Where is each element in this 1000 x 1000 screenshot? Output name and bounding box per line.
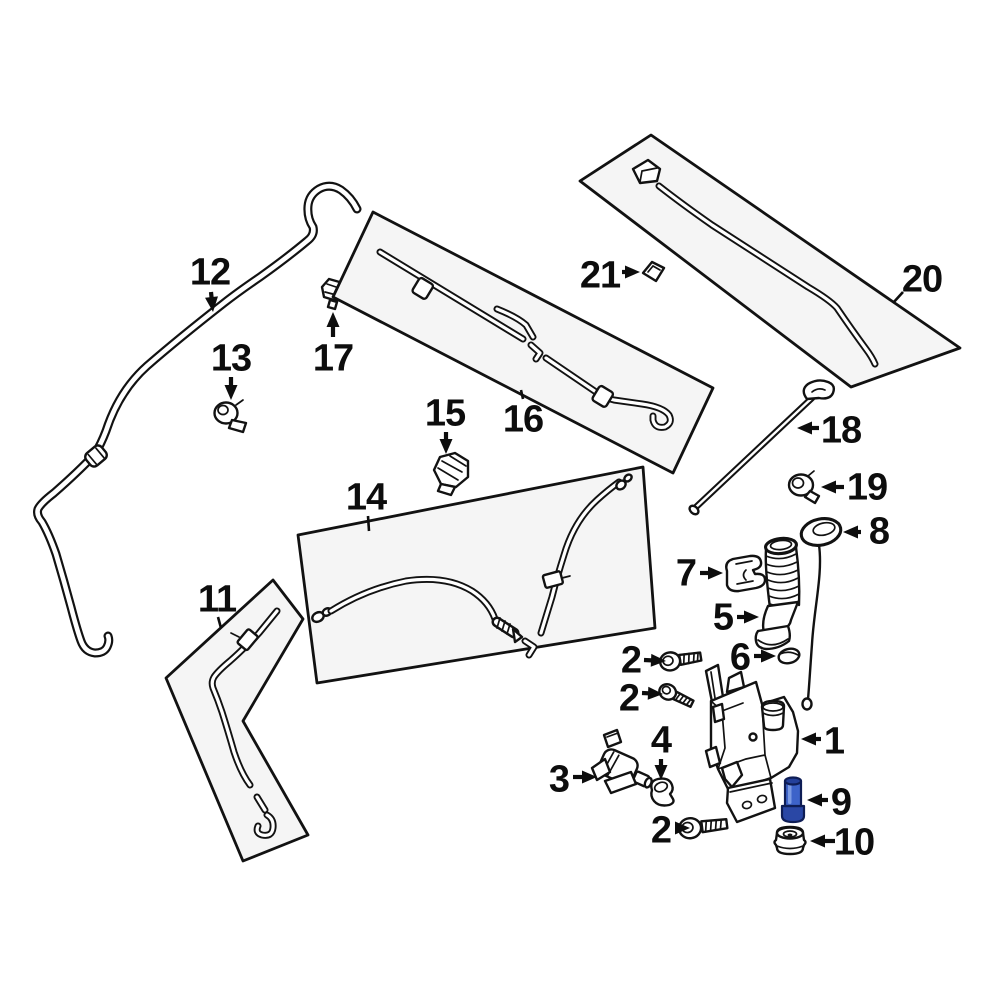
callout-15: 15	[425, 392, 467, 454]
callout-8-number: 8	[869, 510, 889, 552]
callout-3-number: 3	[549, 758, 569, 800]
callout-4-number: 4	[651, 719, 672, 761]
callout-3: 3	[549, 758, 597, 800]
callout-18-number: 18	[821, 409, 861, 451]
callout-2b-number: 2	[619, 677, 639, 719]
callout-8: 8	[843, 510, 890, 552]
callout-13-number: 13	[211, 337, 251, 379]
callout-8-arrowhead	[843, 525, 858, 539]
hose-20-connector	[631, 158, 662, 185]
callout-20-number: 20	[902, 258, 942, 300]
washer-hose-12-drawing	[33, 181, 362, 658]
callout-2a-leader	[643, 657, 658, 663]
callout-2c-arrowhead	[675, 821, 690, 835]
callout-17-arrowhead	[326, 312, 340, 327]
hose-12-union-collar	[84, 444, 108, 468]
callout-15-arrowhead	[439, 439, 453, 454]
callout-19-arrowhead	[821, 480, 836, 494]
callout-19-number: 19	[847, 466, 887, 508]
washer-pump-3-drawing	[590, 728, 653, 795]
bolt-2b-drawing	[658, 683, 695, 709]
callout-6-number: 6	[730, 636, 750, 678]
callout-12-number: 12	[190, 251, 230, 293]
callout-16-number: 16	[503, 398, 543, 440]
callout-5-number: 5	[713, 596, 734, 638]
callout-11-leader	[216, 616, 223, 629]
callout-2a-arrowhead	[650, 653, 666, 667]
callout-20: 20	[892, 258, 943, 304]
callout-12-leader	[208, 291, 215, 304]
callout-9-number: 9	[831, 781, 851, 823]
callout-3-arrowhead	[582, 770, 597, 784]
callout-16-leader	[519, 389, 525, 400]
callout-14-leader	[366, 515, 371, 532]
callout-11: 11	[198, 578, 238, 629]
callout-18: 18	[797, 409, 862, 451]
callout-10: 10	[810, 821, 875, 863]
panel-14-drawing	[296, 465, 657, 685]
callout-6: 6	[730, 636, 776, 678]
callout-4-arrowhead	[654, 765, 668, 780]
callout-1-number: 1	[824, 720, 845, 762]
callout-10-number: 10	[834, 821, 874, 863]
callout-2c-number: 2	[651, 809, 671, 851]
callout-12: 12	[190, 251, 231, 312]
clamp-7-drawing	[725, 554, 767, 593]
callout-14-number: 14	[346, 476, 387, 518]
filler-neck-5-drawing	[754, 536, 801, 651]
callout-16: 16	[503, 389, 544, 440]
callout-2a: 2	[621, 639, 666, 681]
clip-13-drawing	[213, 399, 248, 434]
callout-17-number: 17	[313, 337, 353, 379]
callout-7: 7	[676, 552, 723, 594]
callout-2b-leader	[641, 690, 655, 696]
callout-1: 1	[801, 720, 846, 762]
washer-reservoir-1-drawing	[704, 663, 800, 824]
clip-15-drawing	[432, 451, 470, 497]
panel-20-drawing	[578, 133, 962, 389]
callout-17: 17	[313, 312, 354, 379]
grommet-10-drawing	[773, 825, 807, 856]
callout-9-arrowhead	[807, 793, 822, 807]
callout-2b-arrowhead	[647, 686, 663, 700]
callout-5: 5	[713, 596, 759, 638]
callout-20-leader	[892, 291, 904, 304]
callout-21-number: 21	[580, 254, 621, 296]
callout-5-arrowhead	[744, 610, 759, 624]
clip-21-drawing	[641, 260, 666, 283]
callout-6-arrowhead	[761, 649, 776, 663]
callout-15-number: 15	[425, 392, 466, 434]
callout-7-arrowhead	[708, 566, 723, 580]
rod-18-drawing	[688, 379, 836, 516]
part-9-highlighted-drawing	[780, 776, 806, 824]
callout-12-arrowhead	[205, 296, 218, 312]
panel-11-drawing	[164, 578, 310, 863]
callout-2a-number: 2	[621, 639, 641, 681]
cap-8-drawing	[799, 517, 843, 711]
callout-11-number: 11	[198, 578, 237, 620]
callout-7-number: 7	[676, 552, 696, 594]
callout-1-arrowhead	[801, 732, 816, 746]
grommet-6-drawing	[777, 647, 801, 665]
callout-13: 13	[211, 337, 252, 400]
callout-21: 21	[580, 254, 640, 296]
callout-21-arrowhead	[625, 265, 640, 279]
callout-13-arrowhead	[224, 385, 238, 400]
callout-2b: 2	[619, 677, 663, 719]
grommet-4-drawing	[650, 777, 675, 807]
callout-10-arrowhead	[810, 834, 825, 848]
clip-19-drawing	[787, 470, 821, 505]
callout-9: 9	[807, 781, 852, 823]
callout-14: 14	[346, 476, 388, 532]
callout-4: 4	[651, 719, 673, 780]
callout-2c: 2	[651, 809, 690, 851]
callout-18-arrowhead	[797, 421, 812, 435]
callout-19: 19	[821, 466, 888, 508]
panel-16-drawing	[331, 210, 715, 475]
